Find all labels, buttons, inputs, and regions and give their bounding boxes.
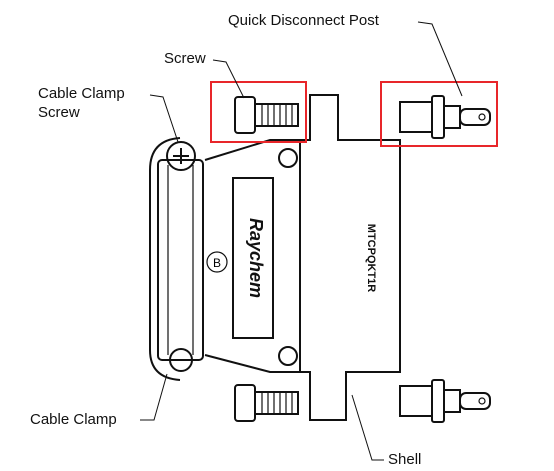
clamp-hole-icon (278, 346, 298, 366)
top-screw-icon (234, 96, 299, 134)
leader-lines (140, 21, 463, 461)
label-shell: Shell (388, 451, 421, 468)
circle-b-letter: B (213, 256, 221, 270)
quick-disconnect-post-top-icon (399, 95, 491, 139)
label-screw: Screw (164, 50, 206, 67)
quick-disconnect-highlight-box (380, 81, 498, 147)
label-quick-disconnect-post: Quick Disconnect Post (228, 12, 380, 29)
part-number-marking: MTCPQKT1R (365, 224, 377, 293)
cable-clamp-screw-icon (166, 141, 196, 171)
label-panel: Raychem (232, 177, 274, 339)
circle-b-mark: B (206, 251, 228, 273)
label-cable-clamp-screw-line2: Screw (38, 104, 80, 121)
bottom-screw-icon (234, 384, 299, 422)
shell (299, 94, 401, 421)
cable-clamp (149, 137, 301, 381)
clamp-hole-icon (278, 148, 298, 168)
screw-highlight-box (210, 81, 307, 143)
label-cable-clamp: Cable Clamp (30, 411, 117, 428)
brand-marking: Raychem (246, 218, 266, 298)
clamp-pivot-icon (169, 348, 193, 372)
quick-disconnect-post-bottom-icon (399, 379, 491, 423)
label-cable-clamp-screw-line1: Cable Clamp (38, 85, 125, 102)
